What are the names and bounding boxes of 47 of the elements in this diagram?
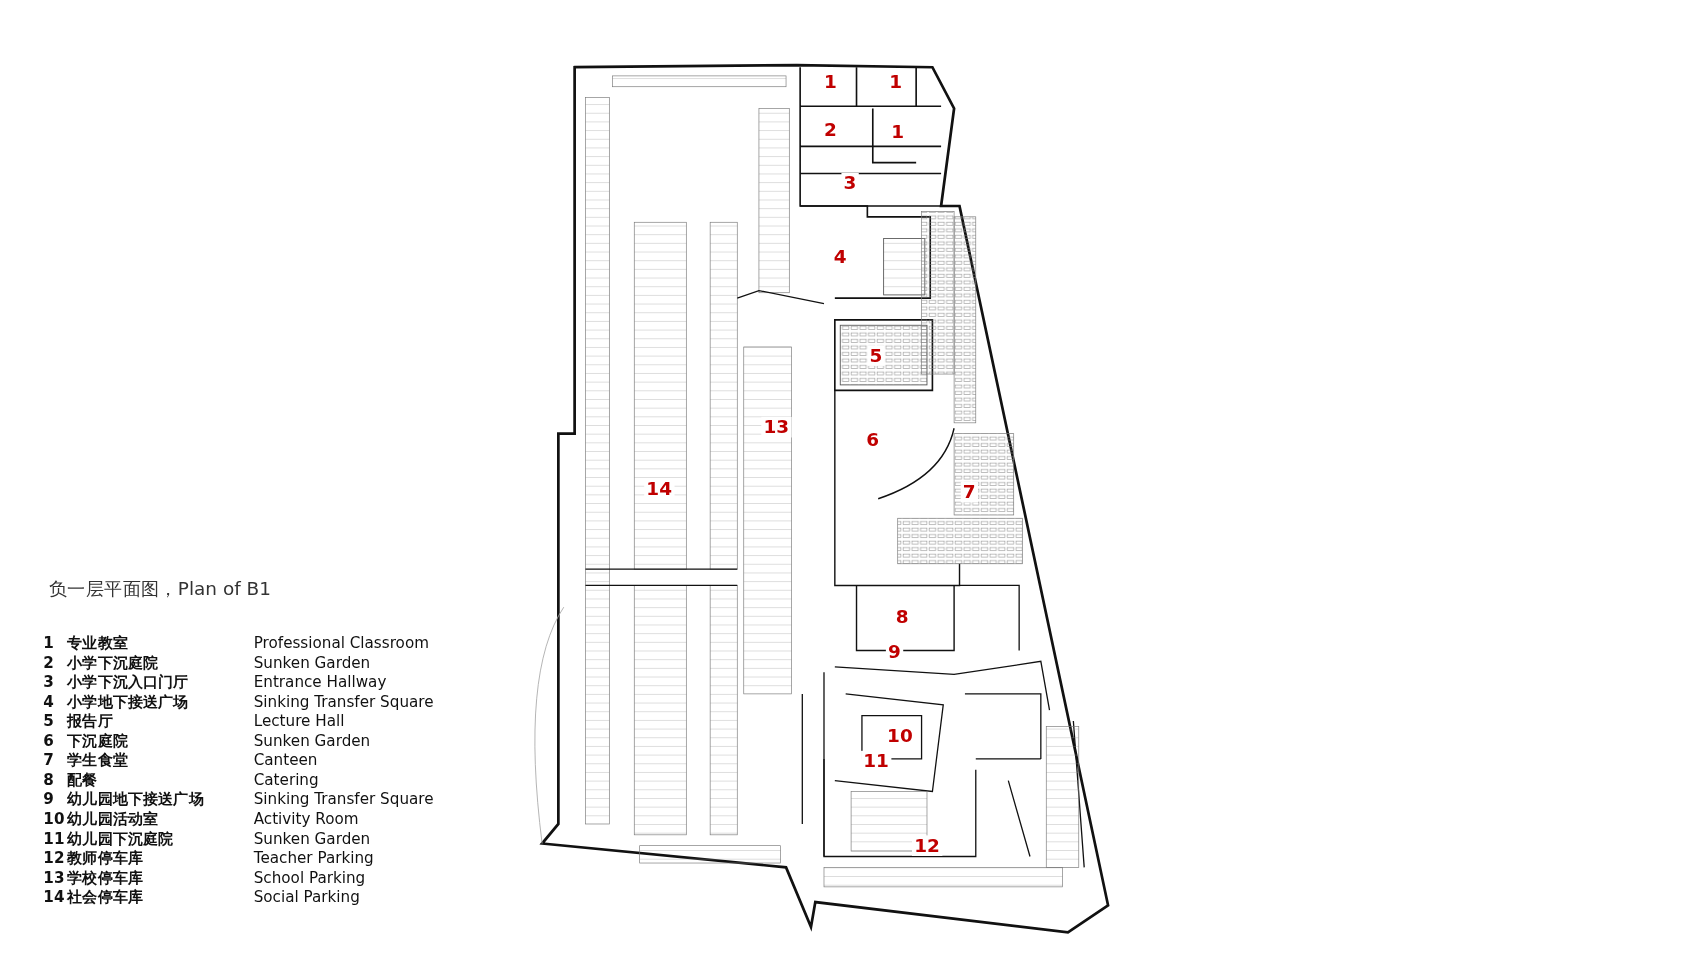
room-name: 幼儿园下沉庭院 (67, 830, 174, 846)
room-name: 小学地下接送广场 (67, 693, 189, 710)
legend-number: 9 (43, 791, 54, 807)
room-name: Catering (253, 771, 319, 788)
room-name: Teacher Parking (253, 850, 374, 866)
plan-title: 负一层平面图，Plan of B1 (48, 576, 271, 602)
legend-number: 1 (43, 635, 54, 651)
room-name: 学校停车库 (67, 869, 144, 885)
legend-number: 12 (43, 850, 65, 866)
room-name: Sinking Transfer Square (253, 693, 434, 710)
legend-number: 3 (43, 674, 54, 690)
room-name: Entrance Hallway (253, 674, 387, 690)
legend-number: 2 (43, 654, 54, 671)
legend-number: 6 (43, 732, 54, 749)
room-name: Canteen (253, 752, 318, 768)
room-name: 报告厅 (67, 713, 113, 729)
room-name: Lecture Hall (253, 713, 345, 729)
room-name: Sunken Garden (253, 654, 371, 671)
legend-number: 8 (43, 771, 54, 788)
callout-number: 12 (912, 835, 942, 856)
room-name: 教师停车库 (67, 850, 144, 866)
room-name: 幼儿园地下接送广场 (67, 791, 204, 807)
room-name: 社会停车库 (67, 889, 144, 905)
legend-number: 4 (43, 693, 54, 710)
callout-number: 5 (867, 345, 885, 366)
room-name: 专业教室 (67, 635, 128, 651)
legend-number: 13 (43, 869, 65, 885)
legend-number: 5 (43, 713, 54, 729)
room-name: Sinking Transfer Square (253, 791, 434, 807)
room-name: Social Parking (253, 889, 360, 905)
room-name: 下沉庭院 (67, 732, 128, 749)
room-name: Sunken Garden (253, 830, 371, 846)
legend-number: 14 (43, 889, 65, 905)
legend-number: 11 (43, 830, 65, 846)
room-name: 小学下沉入口门厅 (67, 674, 189, 690)
room-name: Professional Classroom (253, 635, 429, 651)
room-name: 学生食堂 (67, 752, 128, 768)
legend-number: 7 (43, 752, 54, 768)
callout-number: 13 (761, 416, 792, 438)
room-name: Activity Room (253, 811, 359, 827)
room-name: Sunken Garden (253, 732, 371, 749)
room-name: School Parking (253, 869, 366, 885)
room-name: 小学下沉庭院 (67, 654, 159, 671)
room-name: 幼儿园活动室 (67, 811, 159, 827)
callout-number: 7 (960, 481, 978, 503)
room-name: 配餐 (67, 771, 98, 788)
legend-number: 10 (43, 811, 65, 827)
